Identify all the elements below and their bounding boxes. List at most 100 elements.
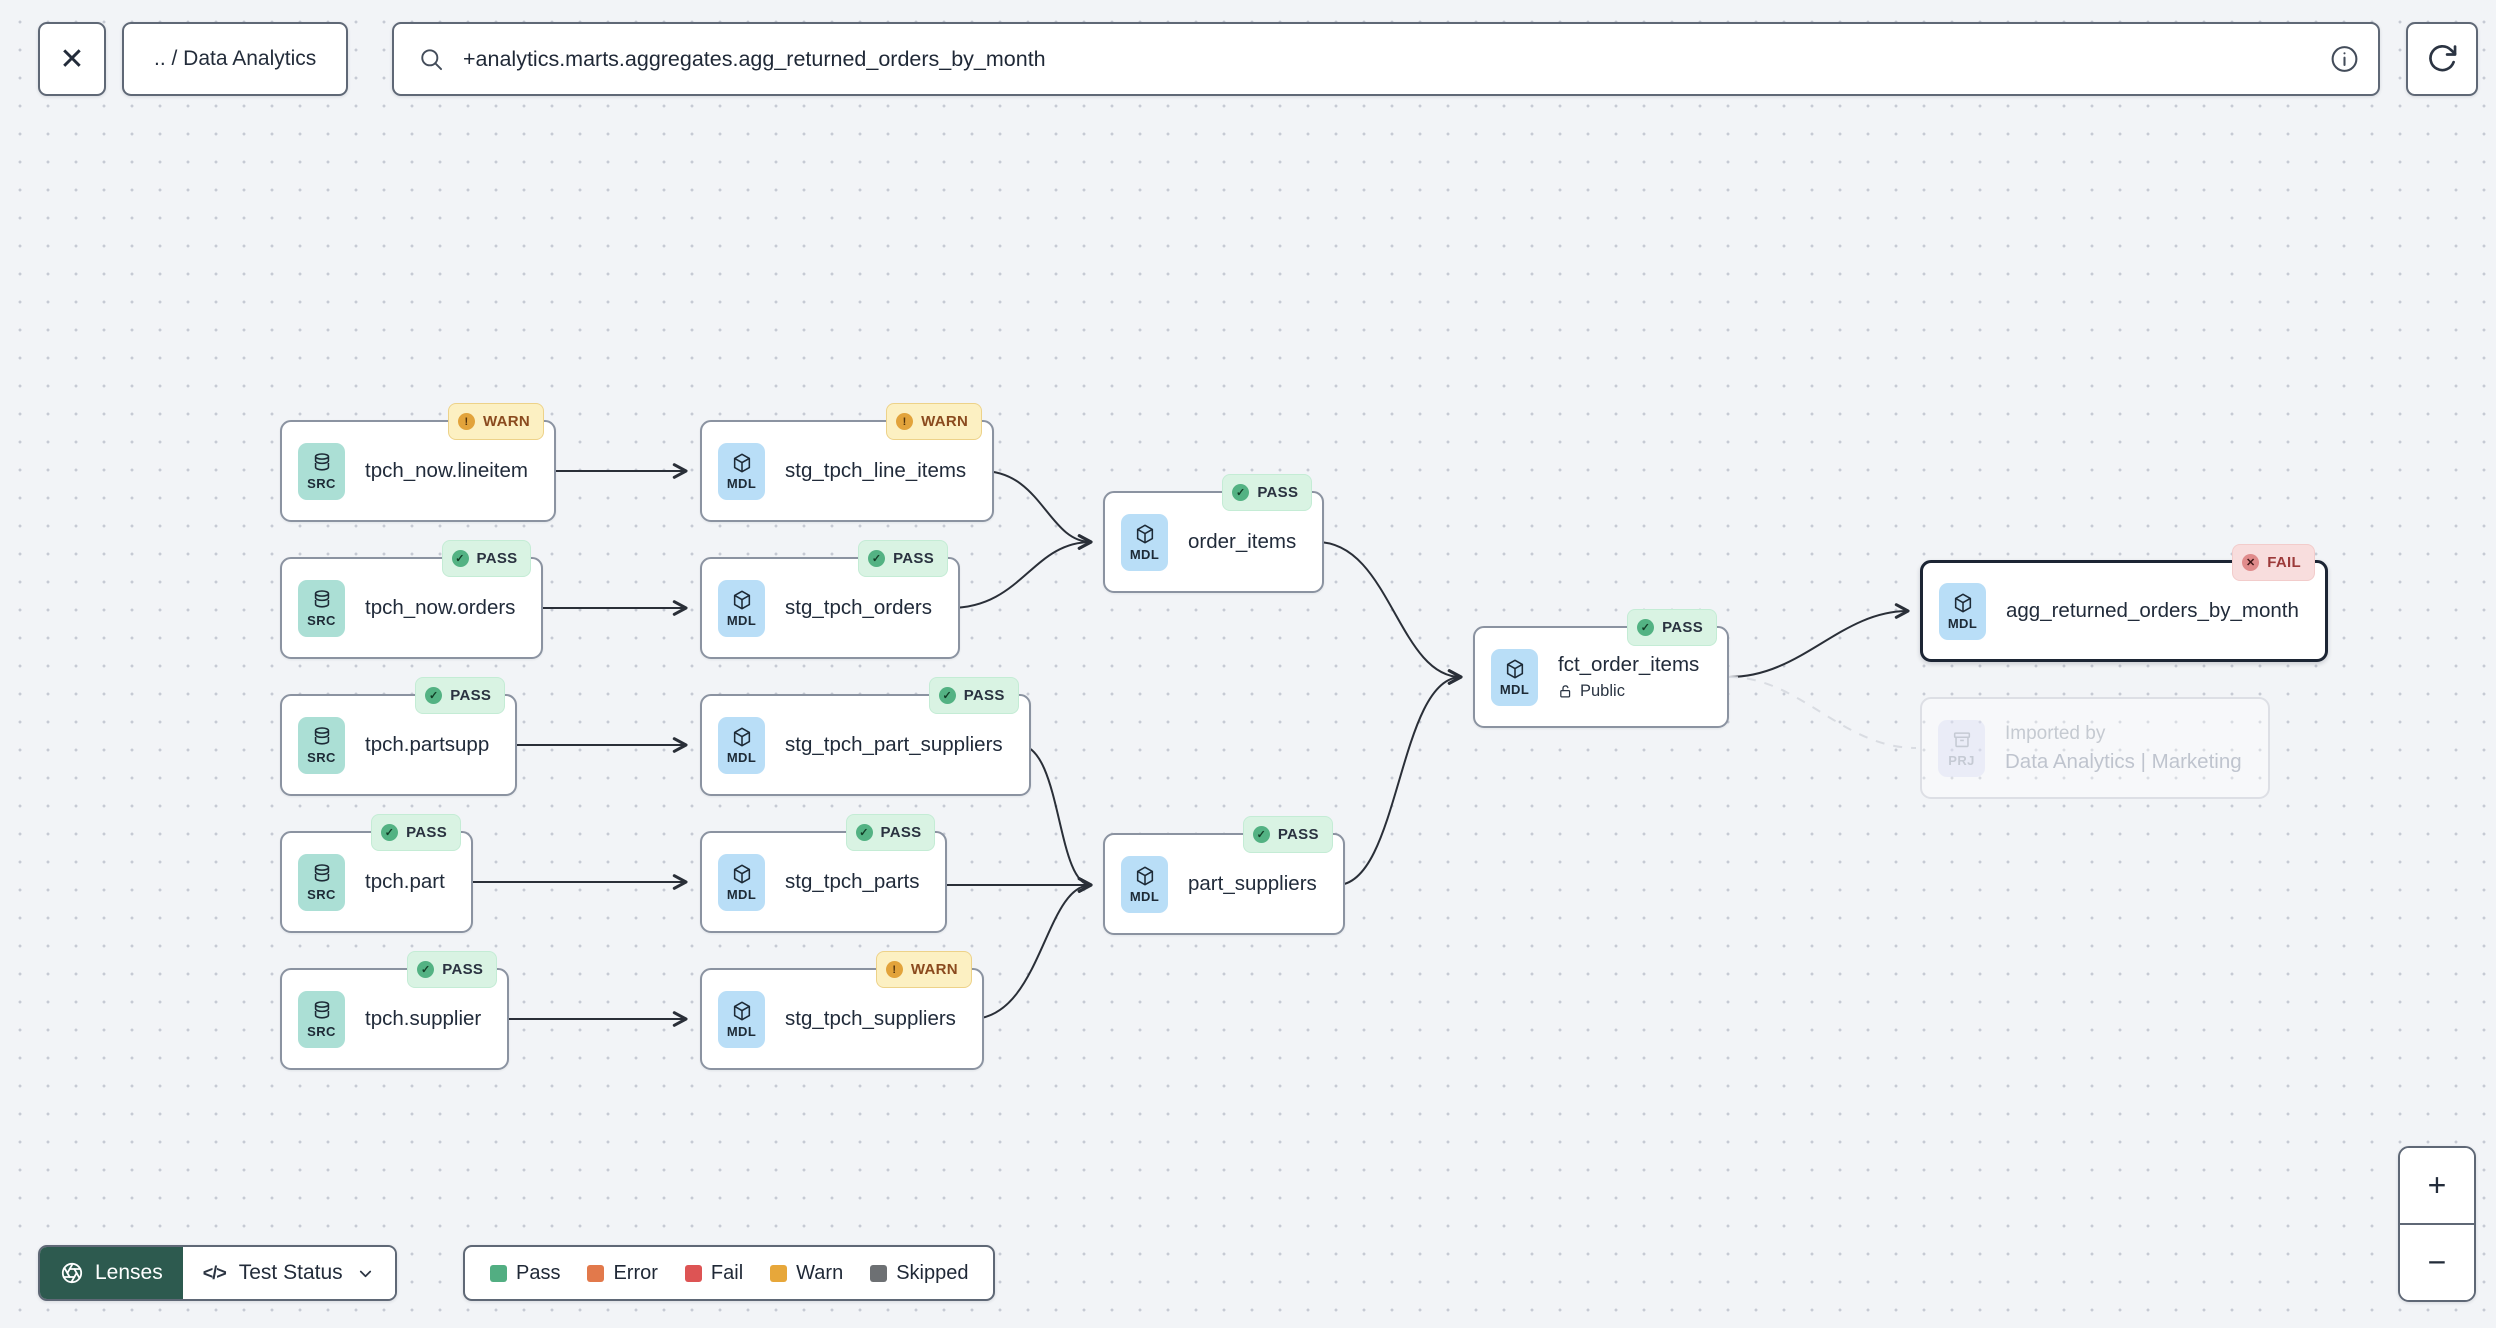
node-label: order_items xyxy=(1188,530,1297,553)
node-label: part_suppliers xyxy=(1188,872,1317,895)
lenses-button[interactable]: Lenses xyxy=(40,1247,183,1299)
model-type-icon: MDL xyxy=(718,990,765,1048)
active-lens-label: Test Status xyxy=(238,1261,343,1284)
badge-label: PASS xyxy=(963,687,1005,704)
lineage-node-tpch-part[interactable]: ✓ PASS SRC tpch.part xyxy=(280,814,473,933)
check-icon: ✓ xyxy=(1637,619,1655,636)
minus-icon: − xyxy=(2427,1244,2447,1280)
breadcrumb-label: .. / Data Analytics xyxy=(154,47,317,70)
node-label: tpch_now.orders xyxy=(365,596,516,619)
lineage-node-stg-tpch-orders[interactable]: ✓ PASS MDL stg_tpch_orders xyxy=(700,540,961,659)
error-swatch xyxy=(587,1264,605,1282)
check-icon: ✓ xyxy=(938,687,956,704)
node-label: Data Analytics | Marketing xyxy=(2005,749,2242,773)
cube-icon xyxy=(1506,659,1523,678)
search-input[interactable] xyxy=(463,46,2312,72)
lineage-node-stg-tpch-suppliers[interactable]: ! WARN MDL stg_tpch_suppliers xyxy=(700,951,984,1070)
node-label: stg_tpch_parts xyxy=(785,870,920,893)
status-badge: ✓ PASS xyxy=(1222,474,1313,511)
chevron-down-icon xyxy=(359,1270,371,1277)
database-icon xyxy=(314,589,329,608)
search-bar[interactable] xyxy=(392,22,2380,96)
model-type-icon: MDL xyxy=(718,716,765,774)
database-icon xyxy=(314,726,329,745)
node-label: tpch.supplier xyxy=(365,1007,482,1030)
lineage-node-imported-by-project[interactable]: PRJ Imported by Data Analytics | Marketi… xyxy=(1920,697,2270,799)
check-icon: ✓ xyxy=(425,687,443,704)
badge-label: PASS xyxy=(893,550,935,567)
lineage-node-fct-order-items[interactable]: ✓ PASS MDL fct_order_items Public xyxy=(1473,609,1729,728)
database-icon xyxy=(314,863,329,882)
node-label: tpch.part xyxy=(365,870,445,893)
lenses-control: Lenses </> Test Status xyxy=(38,1245,397,1301)
breadcrumb[interactable]: .. / Data Analytics xyxy=(122,22,349,96)
lineage-node-stg-tpch-line-items[interactable]: ! WARN MDL stg_tpch_line_items xyxy=(700,403,995,522)
status-badge: ! WARN xyxy=(886,403,983,440)
source-type-icon: SRC xyxy=(298,442,345,500)
node-label: agg_returned_orders_by_month xyxy=(2006,599,2299,622)
node-label: stg_tpch_part_suppliers xyxy=(785,733,1003,756)
check-icon: ✓ xyxy=(381,824,399,841)
lineage-node-stg-tpch-part-suppliers[interactable]: ✓ PASS MDL stg_tpch_part_suppliers xyxy=(700,677,1031,796)
skipped-swatch xyxy=(870,1264,888,1282)
test-status-legend: Pass Error Fail Warn Skipped xyxy=(463,1245,996,1301)
imported-by-caption: Imported by xyxy=(2005,722,2106,744)
aperture-icon xyxy=(61,1262,83,1284)
status-badge: ✓ PASS xyxy=(371,814,461,851)
model-type-icon: MDL xyxy=(718,579,765,637)
zoom-in-button[interactable]: + xyxy=(2400,1148,2474,1225)
refresh-icon xyxy=(2425,42,2459,76)
fail-icon: ✕ xyxy=(2242,554,2260,571)
unlock-icon xyxy=(1560,685,1571,698)
badge-label: WARN xyxy=(910,961,958,978)
refresh-button[interactable] xyxy=(2406,22,2478,96)
cube-icon xyxy=(733,590,750,609)
info-icon[interactable] xyxy=(2329,44,2360,75)
check-icon: ✓ xyxy=(855,824,873,841)
lineage-node-tpch-supplier[interactable]: ✓ PASS SRC tpch.supplier xyxy=(280,951,510,1070)
lineage-node-stg-tpch-parts[interactable]: ✓ PASS MDL stg_tpch_parts xyxy=(700,814,948,933)
status-badge: ✓ PASS xyxy=(441,540,532,577)
warn-icon: ! xyxy=(457,413,475,430)
node-label: stg_tpch_suppliers xyxy=(785,1007,956,1030)
lineage-node-part-suppliers[interactable]: ✓ PASS MDL part_suppliers xyxy=(1103,816,1345,935)
status-badge: ! WARN xyxy=(447,403,544,440)
zoom-out-button[interactable]: − xyxy=(2400,1225,2474,1300)
legend-item-pass: Pass xyxy=(490,1262,560,1285)
warn-swatch xyxy=(770,1264,788,1282)
project-type-icon: PRJ xyxy=(1938,719,1985,777)
plus-icon: + xyxy=(2427,1167,2447,1203)
lens-selector[interactable]: </> Test Status xyxy=(182,1247,395,1299)
badge-label: PASS xyxy=(406,824,447,841)
warn-icon: ! xyxy=(885,961,903,978)
check-icon: ✓ xyxy=(417,961,435,978)
lineage-node-agg-returned-orders-by-month[interactable]: ✕ FAIL MDL agg_returned_orders_by_month xyxy=(1920,544,2328,662)
badge-label: WARN xyxy=(921,413,969,430)
cube-icon xyxy=(733,453,750,472)
badge-label: PASS xyxy=(450,687,492,704)
archive-icon xyxy=(1953,731,1970,747)
status-badge: ! WARN xyxy=(875,951,972,988)
node-label: stg_tpch_orders xyxy=(785,596,933,619)
status-badge: ✓ PASS xyxy=(858,540,949,577)
cube-icon xyxy=(733,864,750,883)
code-icon: </> xyxy=(202,1262,227,1283)
node-label: tpch_now.lineitem xyxy=(365,459,528,482)
lineage-node-order-items[interactable]: ✓ PASS MDL order_items xyxy=(1103,474,1325,593)
fail-swatch xyxy=(684,1264,702,1282)
badge-label: FAIL xyxy=(2267,554,2301,571)
close-icon: ✕ xyxy=(59,42,85,76)
cube-icon xyxy=(1136,524,1153,543)
model-type-icon: MDL xyxy=(1491,648,1538,706)
badge-label: WARN xyxy=(482,413,530,430)
badge-label: PASS xyxy=(1277,826,1319,843)
access-row: Public xyxy=(1558,682,1699,701)
lineage-node-tpch-now-lineitem[interactable]: ! WARN SRC tpch_now.lineitem xyxy=(280,403,556,522)
check-icon: ✓ xyxy=(1252,826,1270,843)
lineage-node-tpch-now-orders[interactable]: ✓ PASS SRC tpch_now.orders xyxy=(280,540,544,659)
access-label: Public xyxy=(1580,682,1625,700)
close-button[interactable]: ✕ xyxy=(38,22,106,96)
badge-label: PASS xyxy=(1662,619,1703,636)
lineage-node-tpch-partsupp[interactable]: ✓ PASS SRC tpch.partsupp xyxy=(280,677,518,796)
check-icon: ✓ xyxy=(451,550,469,567)
